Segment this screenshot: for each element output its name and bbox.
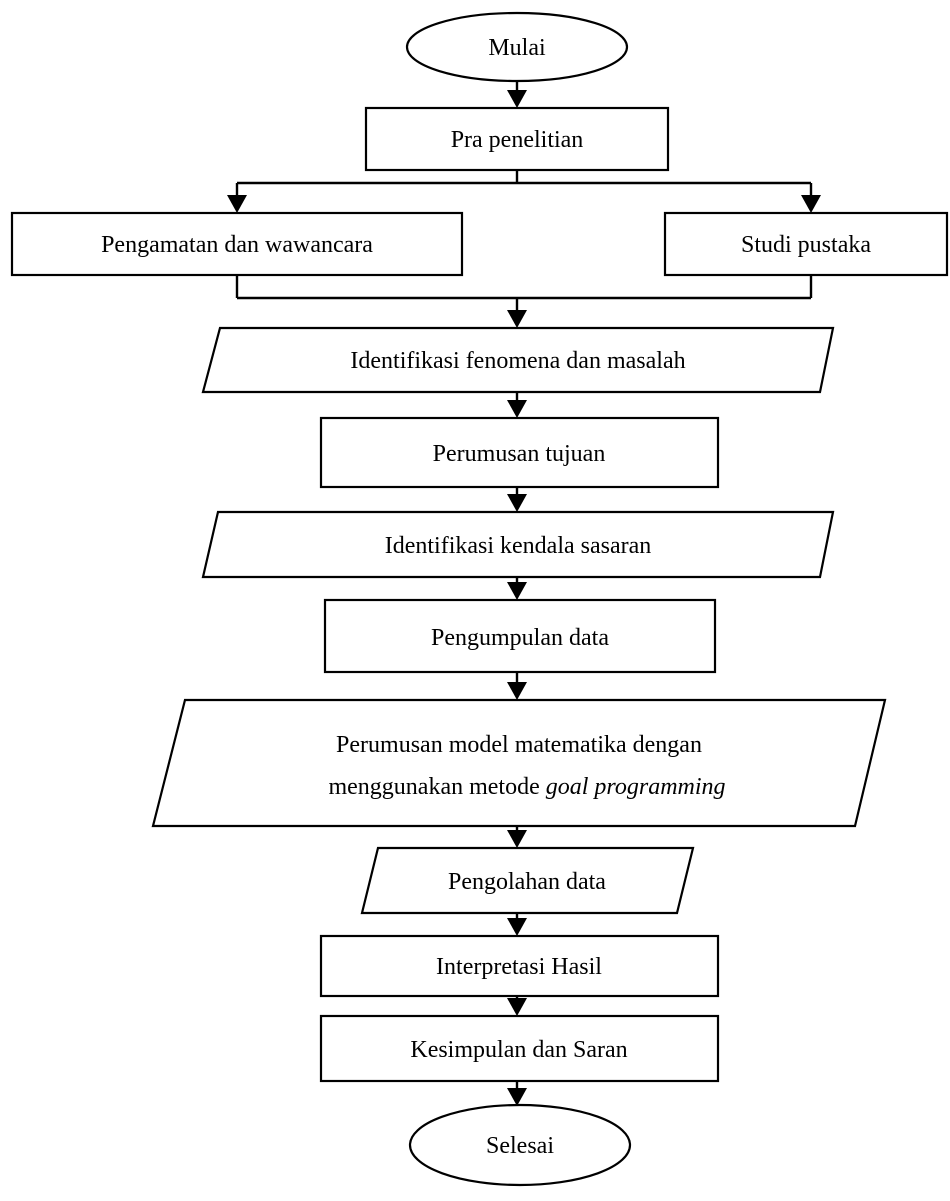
pengolahan-data-label: Pengolahan data xyxy=(448,869,606,895)
arrow-pengamatan xyxy=(227,195,247,213)
kesimpulan-saran-label: Kesimpulan dan Saran xyxy=(410,1037,627,1063)
node-pengolahan-data: Pengolahan data xyxy=(360,846,695,915)
identifikasi-fenomena-label: Identifikasi fenomena dan masalah xyxy=(350,348,685,374)
perumusan-model-line2-prefix: menggunakan metode xyxy=(328,774,545,800)
connectors xyxy=(227,80,821,1106)
data-parallelogram xyxy=(201,326,835,394)
identifikasi-kendala-label: Identifikasi kendala sasaran xyxy=(385,533,652,559)
arrow-studi xyxy=(801,195,821,213)
perumusan-model-line2: menggunakan metode goal programming xyxy=(328,774,725,800)
node-perumusan-model: Perumusan model matematika dengan menggu… xyxy=(151,698,887,828)
arrow-pengolahan xyxy=(507,830,527,848)
studi-pustaka-label: Studi pustaka xyxy=(741,232,871,258)
data-parallelogram xyxy=(201,510,835,579)
arrow-model xyxy=(507,682,527,700)
node-perumusan-tujuan: Perumusan tujuan xyxy=(319,416,720,489)
process-box xyxy=(319,416,720,489)
process-box xyxy=(319,1014,720,1083)
arrow-interpretasi xyxy=(507,918,527,936)
mulai-label: Mulai xyxy=(488,35,546,61)
pengumpulan-data-label: Pengumpulan data xyxy=(431,625,609,651)
perumusan-tujuan-label: Perumusan tujuan xyxy=(433,441,606,467)
terminator-end-shape xyxy=(408,1103,632,1187)
node-interpretasi-hasil: Interpretasi Hasil xyxy=(319,934,720,998)
goal-programming-term: goal programming xyxy=(546,774,726,800)
node-pengumpulan-data: Pengumpulan data xyxy=(323,598,717,674)
process-box xyxy=(319,934,720,998)
arrow-mulai-pra xyxy=(507,90,527,108)
arrow-selesai xyxy=(507,1088,527,1106)
selesai-label: Selesai xyxy=(486,1133,554,1159)
node-kesimpulan-saran: Kesimpulan dan Saran xyxy=(319,1014,720,1083)
arrow-kendala xyxy=(507,494,527,512)
node-identifikasi-fenomena: Identifikasi fenomena dan masalah xyxy=(201,326,835,394)
data-parallelogram xyxy=(151,698,887,828)
node-selesai: Selesai xyxy=(408,1103,632,1187)
arrow-pengumpulan xyxy=(507,582,527,600)
node-mulai: Mulai xyxy=(405,11,629,83)
arrow-tujuan xyxy=(507,400,527,418)
node-pengamatan: Pengamatan dan wawancara xyxy=(10,211,464,277)
perumusan-model-line1: Perumusan model matematika dengan xyxy=(336,732,702,758)
terminator-start-shape xyxy=(405,11,629,83)
node-studi-pustaka: Studi pustaka xyxy=(663,211,949,277)
pra-penelitian-label: Pra penelitian xyxy=(451,127,584,153)
node-identifikasi-kendala: Identifikasi kendala sasaran xyxy=(201,510,835,579)
process-box xyxy=(323,598,717,674)
data-parallelogram xyxy=(360,846,695,915)
process-box xyxy=(10,211,464,277)
arrow-kesimpulan xyxy=(507,998,527,1016)
pengamatan-label: Pengamatan dan wawancara xyxy=(101,232,373,258)
process-box xyxy=(364,106,670,172)
arrow-identifikasi-fenomena xyxy=(507,310,527,328)
interpretasi-hasil-label: Interpretasi Hasil xyxy=(436,954,602,980)
process-box xyxy=(663,211,949,277)
node-pra-penelitian: Pra penelitian xyxy=(364,106,670,172)
